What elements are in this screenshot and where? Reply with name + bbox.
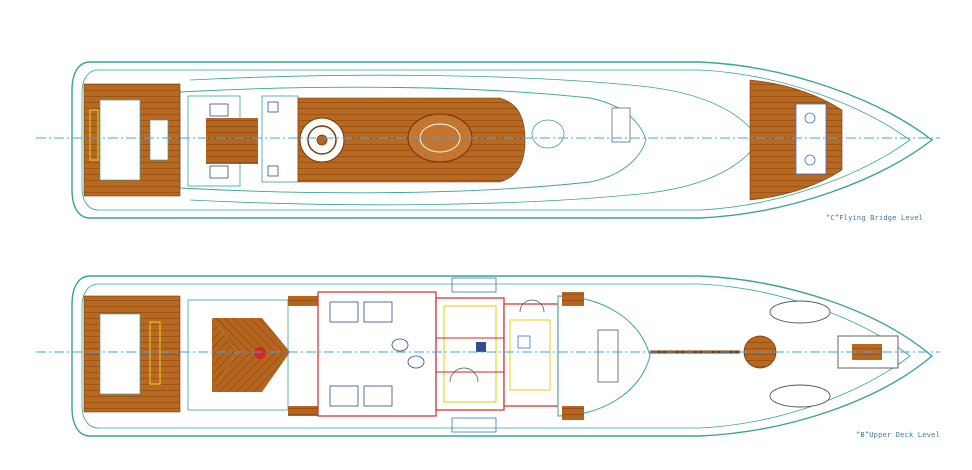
side-deck-stbd [288, 406, 318, 416]
chair-pair-1 [391, 338, 409, 352]
aft-seat [149, 321, 161, 385]
wheelhouse-teak-stbd [562, 406, 584, 420]
tender-stbd [769, 384, 831, 408]
teak-inlay-n [212, 318, 290, 352]
bow-fixture-2 [804, 154, 816, 166]
hull-outline [71, 61, 934, 219]
bridge-console [261, 95, 299, 183]
sofa-port [209, 103, 229, 117]
teak-inlay-w [212, 318, 237, 392]
level-label-upper-deck: “B”Upper Deck Level [856, 431, 940, 439]
aft-sunpad [99, 99, 141, 181]
stair-yellow [443, 305, 497, 403]
hull-outline [71, 275, 934, 437]
upper-deck-plan [36, 275, 940, 437]
main-salon [317, 291, 437, 417]
hull-inner-outline [81, 69, 911, 211]
pantry-equipment [517, 335, 531, 349]
compass-rose [254, 347, 266, 359]
teak-inlay-s [212, 352, 290, 392]
hot-tub-inner [307, 125, 337, 155]
aft-table [149, 119, 169, 161]
lounge-teak [206, 118, 258, 164]
boarding-ladder-port [451, 277, 497, 293]
chair-2 [267, 165, 279, 177]
sofa-stbd [209, 165, 229, 179]
flying-bridge-plan [36, 61, 940, 219]
spiral-stair-2 [519, 299, 545, 313]
spiral-stair [449, 367, 479, 383]
side-deck-port [288, 296, 318, 306]
chair-pair-2 [407, 355, 425, 369]
pantry-yellow [509, 319, 551, 391]
sofa-1 [329, 301, 359, 323]
bow-fixture-1 [804, 112, 816, 124]
hot-tub-center [316, 134, 328, 146]
sofa-4 [363, 385, 393, 407]
vent-grille [611, 107, 631, 143]
aft-seat [89, 109, 99, 161]
level-label-flying-bridge: “C”Flying Bridge Level [826, 214, 924, 222]
core-room-block [435, 297, 505, 411]
superstructure-outline [179, 86, 647, 194]
wheelhouse-teak-port [562, 292, 584, 306]
sofa-2 [363, 301, 393, 323]
chair-1 [267, 101, 279, 113]
sofa-3 [329, 385, 359, 407]
bow-seating [795, 103, 827, 175]
radar-arch [531, 119, 565, 149]
aft-sunpad [99, 313, 141, 395]
lift [476, 342, 486, 352]
helm-console [597, 329, 619, 383]
tender-port [769, 300, 831, 324]
wheelhouse [557, 295, 651, 417]
boarding-ladder-stbd [451, 417, 497, 433]
